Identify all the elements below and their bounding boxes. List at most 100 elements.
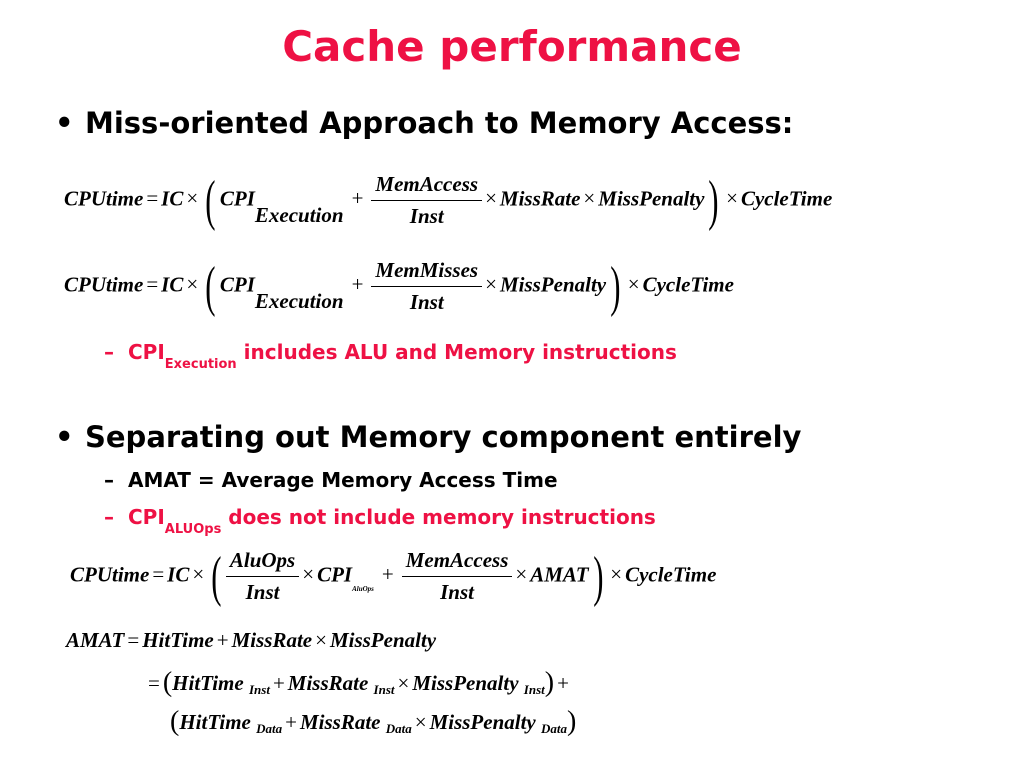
left-paren: (	[170, 706, 180, 737]
math-subscript: Data	[385, 721, 412, 736]
fraction-numerator: MemAccess	[401, 548, 513, 577]
math-term: MissPenalty	[329, 628, 437, 652]
bullet-text: Miss-oriented Approach to Memory Access:	[85, 106, 794, 140]
math-term: MissRate	[287, 671, 369, 695]
right-paren: )	[708, 169, 719, 232]
math-op: =	[146, 186, 159, 211]
right-paren: )	[610, 255, 621, 318]
math-op: +	[351, 272, 364, 297]
math-term: CPUtime	[64, 186, 144, 211]
bullet-dot: •	[55, 106, 74, 140]
math-op: ×	[186, 272, 199, 297]
math-op: ×	[192, 562, 205, 587]
bullet-miss-oriented: • Miss-oriented Approach to Memory Access…	[55, 106, 793, 140]
bullet-separating: • Separating out Memory component entirel…	[55, 420, 801, 454]
fraction-denominator: Inst	[409, 290, 444, 314]
math-op: ×	[726, 186, 738, 211]
math-term: MissRate	[299, 710, 381, 734]
math-op: ×	[485, 186, 497, 211]
math-term: AMAT	[66, 628, 125, 652]
math-op: +	[381, 562, 394, 587]
left-paren: (	[205, 255, 216, 318]
fraction-denominator: Inst	[245, 580, 280, 604]
sub-bullet-amat: –AMAT = Average Memory Access Time	[104, 468, 558, 492]
dash-marker: –	[104, 505, 114, 529]
math-subscript: Inst	[373, 682, 395, 697]
left-paren: (	[205, 169, 216, 232]
math-op: ×	[186, 186, 199, 211]
math-term: HitTime	[179, 710, 251, 734]
equation-amat-inst: =(HitTime Inst+MissRate Inst×MissPenalty…	[145, 666, 572, 698]
right-paren: )	[544, 667, 555, 698]
math-term: AMAT	[530, 562, 589, 587]
right-paren: )	[567, 706, 577, 737]
left-paren: (	[211, 545, 222, 608]
math-op: =	[148, 671, 160, 695]
math-op: ×	[315, 628, 327, 652]
dash-marker: –	[104, 340, 114, 364]
right-paren: )	[592, 545, 604, 608]
math-term: CPI	[219, 272, 255, 297]
math-op: ×	[627, 272, 640, 297]
bullet-dot: •	[55, 420, 74, 454]
slide-title: Cache performance	[282, 22, 742, 71]
math-term: IC	[161, 272, 184, 297]
math-term: MissRate	[231, 628, 313, 652]
math-op: +	[557, 671, 569, 695]
math-term: CycleTime	[740, 186, 833, 211]
math-term: CycleTime	[625, 562, 717, 587]
math-op: =	[152, 562, 165, 587]
math-term: HitTime	[172, 671, 244, 695]
sub-bullet-text: does not include memory instructions	[221, 505, 656, 529]
math-subscript: Execution	[254, 203, 344, 228]
math-term: CPI	[317, 562, 353, 587]
left-paren: (	[162, 667, 173, 698]
math-op: ×	[397, 671, 410, 695]
math-subscript: Data	[256, 721, 283, 736]
sub-bullet-cpi-aluops: –CPIALUOps does not include memory instr…	[104, 505, 656, 537]
math-term: CycleTime	[642, 272, 734, 297]
math-term: CPUtime	[70, 562, 150, 587]
equation-amat-data: (HitTime Data+MissRate Data×MissPenalty …	[170, 705, 576, 737]
math-op: +	[216, 628, 229, 652]
fraction-numerator: MemMisses	[371, 258, 483, 287]
math-term: MissPenalty	[429, 710, 536, 734]
math-op: ×	[515, 562, 528, 587]
sub-bullet-cpi-execution: –CPIExecution includes ALU and Memory in…	[104, 340, 677, 372]
sub-bullet-cpi: CPI	[128, 340, 165, 364]
math-term: MissPenalty	[499, 272, 607, 297]
math-op: =	[146, 272, 159, 297]
math-op: +	[351, 186, 364, 211]
math-term: MissRate	[499, 186, 581, 211]
math-op: =	[127, 628, 140, 652]
math-op: +	[285, 710, 297, 734]
sub-bullet-subscript: Execution	[164, 357, 237, 372]
math-subscript: AluOps	[352, 585, 374, 594]
math-op: ×	[485, 272, 497, 297]
math-op: +	[272, 671, 285, 695]
fraction-numerator: AluOps	[225, 548, 300, 577]
bullet-text: Separating out Memory component entirely	[85, 420, 802, 454]
math-term: MissPenalty	[412, 671, 519, 695]
math-subscript: Inst	[248, 682, 270, 697]
equation-amat: AMAT=HitTime+MissRate×MissPenalty	[66, 628, 436, 653]
math-op: ×	[302, 562, 315, 587]
math-op: ×	[583, 186, 596, 211]
math-op: ×	[414, 710, 427, 734]
math-subscript: Data	[541, 721, 567, 736]
math-subscript: Execution	[254, 289, 344, 314]
math-term: HitTime	[142, 628, 214, 652]
sub-bullet-subscript: ALUOps	[164, 522, 222, 537]
math-term: IC	[161, 186, 184, 211]
sub-bullet-text: AMAT = Average Memory Access Time	[128, 468, 558, 492]
fraction-denominator: Inst	[409, 204, 444, 228]
fraction-numerator: MemAccess	[371, 172, 483, 201]
fraction-denominator: Inst	[440, 580, 474, 604]
sub-bullet-text: includes ALU and Memory instructions	[236, 340, 677, 364]
